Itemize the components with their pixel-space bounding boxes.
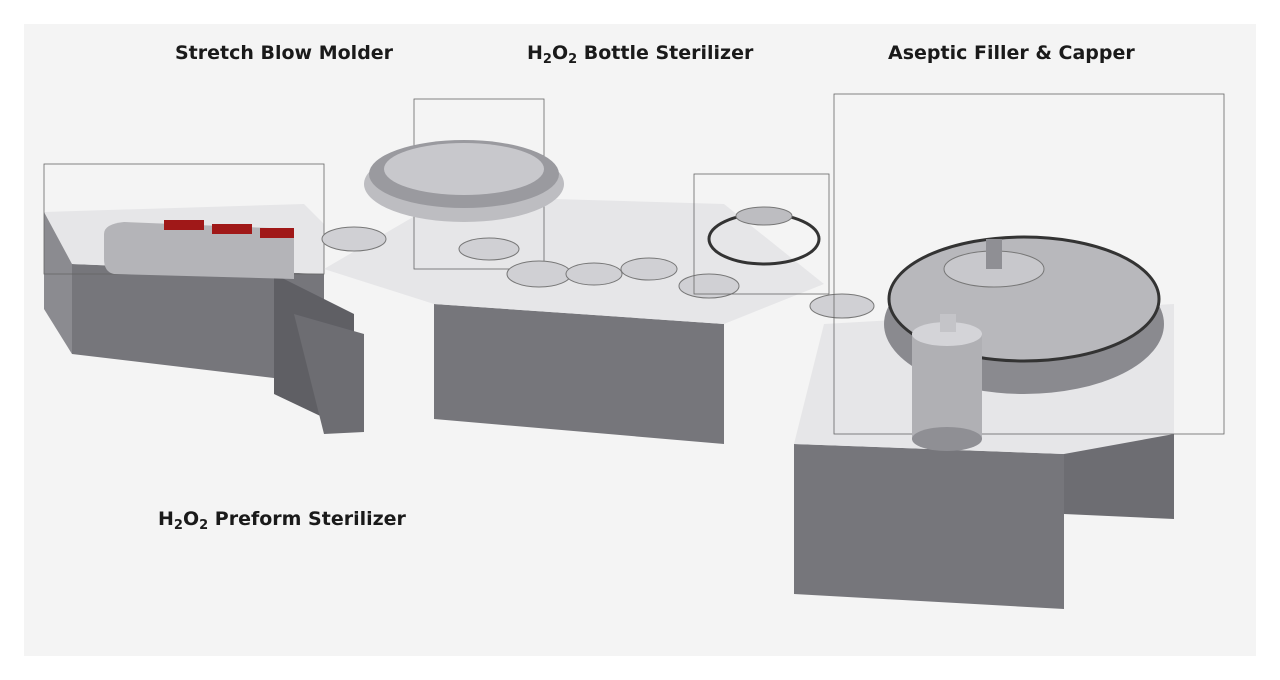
- capper-unit: [912, 314, 982, 451]
- label-h2o2-bottle-sterilizer: H2O2 Bottle Sterilizer: [527, 42, 754, 67]
- bottle-sterilizer-unit: [693, 173, 830, 295]
- label-subscript: 2: [568, 52, 578, 67]
- label-aseptic-filler-capper: Aseptic Filler & Capper: [888, 42, 1135, 64]
- label-part: O: [182, 508, 200, 530]
- preform-heater-oven: [104, 220, 294, 279]
- line-illustration: [43, 93, 1225, 609]
- label-subscript: 2: [199, 518, 209, 533]
- label-h2o2-preform-sterilizer: H2O2 Preform Sterilizer: [158, 508, 406, 533]
- label-part: O: [551, 42, 569, 64]
- preform-sterilizer-platform: [43, 163, 364, 434]
- label-part: Preform Sterilizer: [208, 508, 406, 530]
- label-part: H: [527, 42, 543, 64]
- label-subscript: 2: [173, 518, 183, 533]
- label-part: Bottle Sterilizer: [577, 42, 754, 64]
- label-stretch-blow-molder: Stretch Blow Molder: [175, 42, 394, 64]
- label-part: H: [158, 508, 174, 530]
- production-line-diagram: Stretch Blow Molder H2O2 Bottle Steriliz…: [24, 24, 1256, 656]
- label-subscript: 2: [542, 52, 552, 67]
